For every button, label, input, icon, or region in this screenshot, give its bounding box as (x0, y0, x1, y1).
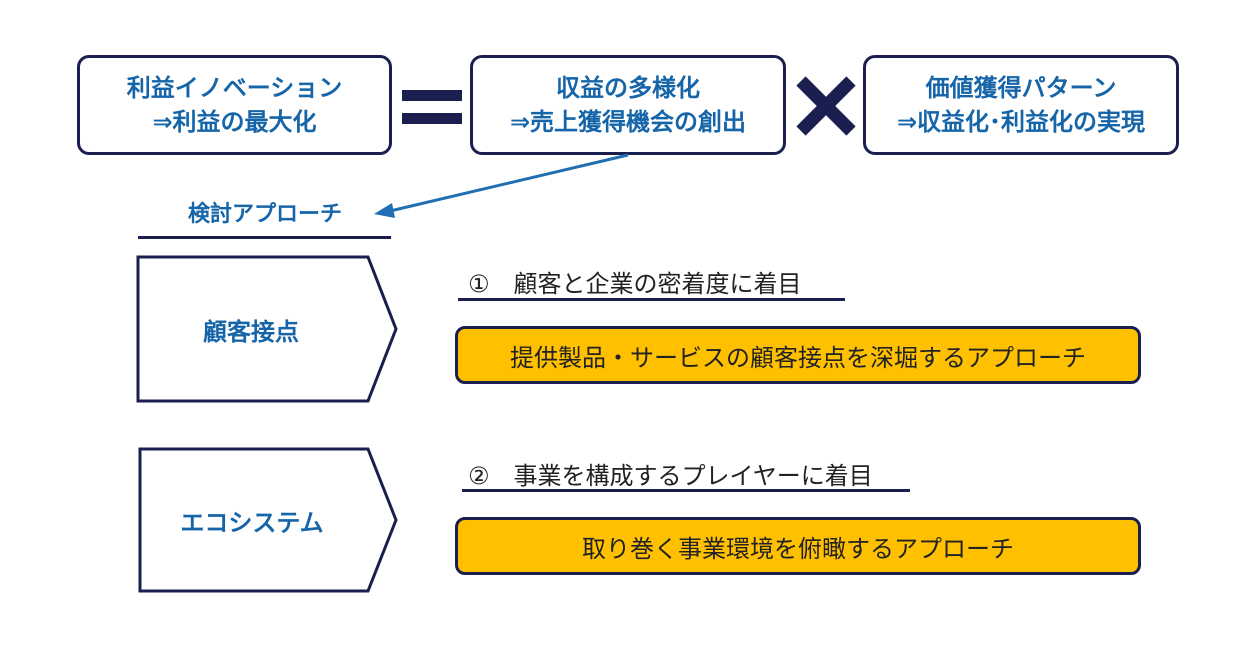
approach-underline (138, 236, 391, 239)
ecosystem-pentagon (138, 447, 398, 593)
focus-underline-2 (462, 489, 910, 492)
value-capture-box: 価値獲得パターン ⇒収益化･利益化の実現 (863, 55, 1179, 155)
profit-innovation-box: 利益イノベーション ⇒利益の最大化 (77, 55, 392, 155)
profit-innovation-subtitle: ⇒利益の最大化 (152, 108, 317, 136)
approach-description-2: 取り巻く事業環境を俯瞰するアプローチ (455, 517, 1141, 575)
focus-underline-1 (458, 298, 845, 301)
revenue-diversification-box: 収益の多様化 ⇒売上獲得機会の創出 (470, 55, 786, 155)
customer-contact-pentagon (136, 255, 398, 403)
ecosystem-label: エコシステム (180, 509, 324, 537)
equals-sign-top-bar (402, 90, 462, 101)
value-capture-title: 価値獲得パターン (925, 74, 1117, 102)
customer-contact-label: 顧客接点 (203, 318, 299, 346)
equals-sign-bottom-bar (402, 113, 462, 124)
revenue-diversification-subtitle: ⇒売上獲得機会の創出 (509, 108, 747, 136)
focus-heading-2: ② 事業を構成するプレイヤーに着目 (468, 462, 873, 490)
approach-heading: 検討アプローチ (187, 202, 342, 227)
approach-description-1: 提供製品・サービスの顧客接点を深堀するアプローチ (455, 326, 1141, 384)
revenue-diversification-title: 収益の多様化 (556, 74, 700, 102)
multiply-icon (796, 76, 856, 136)
profit-innovation-title: 利益イノベーション (126, 74, 343, 102)
value-capture-subtitle: ⇒収益化･利益化の実現 (896, 108, 1146, 136)
focus-heading-1: ① 顧客と企業の密着度に着目 (468, 270, 802, 298)
